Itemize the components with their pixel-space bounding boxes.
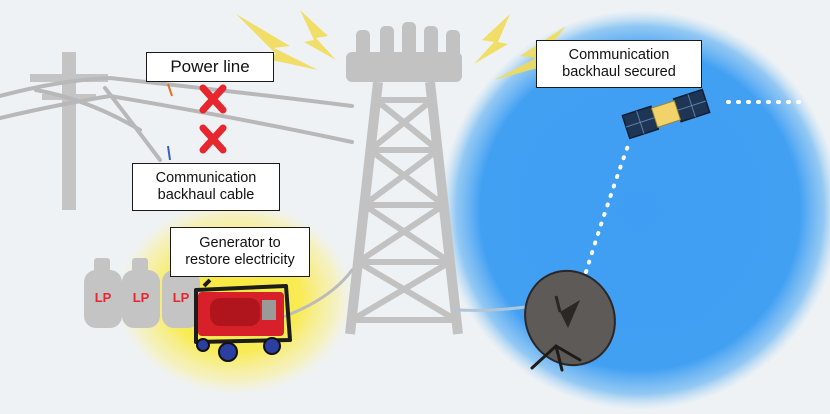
generator-label-text: Generator to restore electricity bbox=[185, 234, 295, 268]
lp-tank-label: LP bbox=[95, 290, 112, 305]
power-line bbox=[0, 75, 354, 162]
generator-label: Generator to restore electricity bbox=[170, 227, 310, 277]
transmission-tower-icon bbox=[345, 22, 463, 335]
backhaul-cable-label: Communication backhaul cable bbox=[132, 163, 280, 211]
backhaul-cable-line bbox=[167, 83, 173, 161]
backhaul-secured-label: Communication backhaul secured bbox=[536, 40, 702, 88]
lp-tank-label: LP bbox=[173, 290, 190, 305]
lp-gas-tank-icon: LP LP LP bbox=[84, 258, 200, 328]
lightning-icon bbox=[236, 10, 566, 80]
lp-tank-label: LP bbox=[133, 290, 150, 305]
satellite-icon bbox=[621, 88, 711, 140]
cross-icon bbox=[199, 84, 227, 154]
backhaul-cable-label-text: Communication backhaul cable bbox=[155, 169, 257, 203]
power-line-label-text: Power line bbox=[170, 56, 250, 76]
generator-icon bbox=[194, 278, 292, 362]
power-line-label: Power line bbox=[146, 52, 274, 82]
satellite-dish-icon bbox=[524, 269, 616, 372]
signal-link bbox=[584, 100, 810, 274]
backhaul-secured-label-text: Communication backhaul secured bbox=[562, 46, 676, 80]
